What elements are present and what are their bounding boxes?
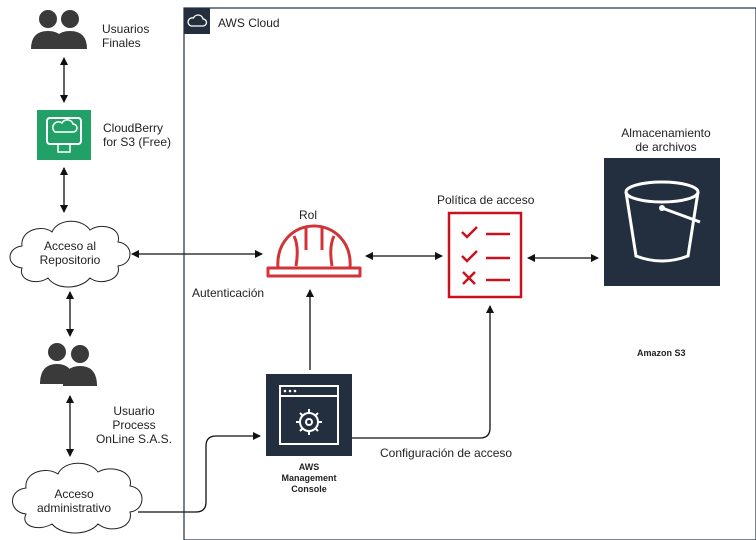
management-console-icon — [266, 374, 352, 456]
connectors — [60, 57, 599, 513]
admin-access-cloud — [12, 462, 143, 534]
end-users-line1: Usuarios — [102, 22, 150, 36]
role-hardhat-icon — [266, 224, 362, 278]
s3-bucket-icon — [604, 158, 720, 286]
console-line3: Console — [291, 484, 327, 494]
console-line1: AWS — [298, 462, 320, 472]
policy-checklist-icon — [447, 211, 523, 299]
policy-label: Política de acceso — [437, 193, 535, 207]
admin-access-line2: administrativo — [36, 501, 112, 515]
repo-access-line2: Repositorio — [39, 253, 101, 267]
config-access-label: Configuración de acceso — [380, 446, 513, 460]
storage-line2: de archivos — [635, 140, 697, 154]
end-users-line2: Finales — [102, 36, 141, 50]
console-policy-connector — [352, 305, 494, 439]
company-user-label: Usuario Process OnLine S.A.S. — [84, 404, 184, 446]
repo-access-line1: Acceso al — [43, 239, 97, 253]
role-label: Rol — [299, 208, 318, 222]
cloud-icon — [187, 14, 208, 27]
cloudberry-icon — [37, 110, 91, 160]
company-user-line2: Process — [112, 418, 156, 432]
auth-label: Autenticación — [192, 286, 265, 300]
aws-cloud-title: AWS Cloud — [218, 16, 280, 30]
admin-access-label: Acceso administrativo — [20, 487, 128, 515]
repo-access-cloud — [9, 220, 131, 288]
admin-console-connector — [138, 432, 261, 513]
s3-service-label: Amazon S3 — [637, 348, 686, 358]
end-users-icon — [31, 10, 87, 49]
company-user-line1: Usuario — [113, 404, 155, 418]
storage-line1: Almacenamiento — [621, 126, 711, 140]
admin-access-line1: Acceso — [54, 487, 94, 501]
aws-cloud-group — [183, 7, 756, 540]
console-line2: Management — [281, 473, 337, 483]
cloudberry-line1: CloudBerry — [103, 121, 164, 135]
company-user-line3: OnLine S.A.S. — [95, 432, 173, 446]
console-label: AWS Management Console — [262, 462, 356, 495]
cloudberry-line2: for S3 (Free) — [103, 135, 172, 149]
cloudberry-label: CloudBerry for S3 (Free) — [103, 121, 171, 149]
repo-access-label: Acceso al Repositorio — [20, 239, 120, 267]
end-users-label: Usuarios Finales — [102, 22, 149, 50]
company-user-icon — [40, 343, 97, 386]
storage-label: Almacenamiento de archivos — [604, 126, 728, 154]
